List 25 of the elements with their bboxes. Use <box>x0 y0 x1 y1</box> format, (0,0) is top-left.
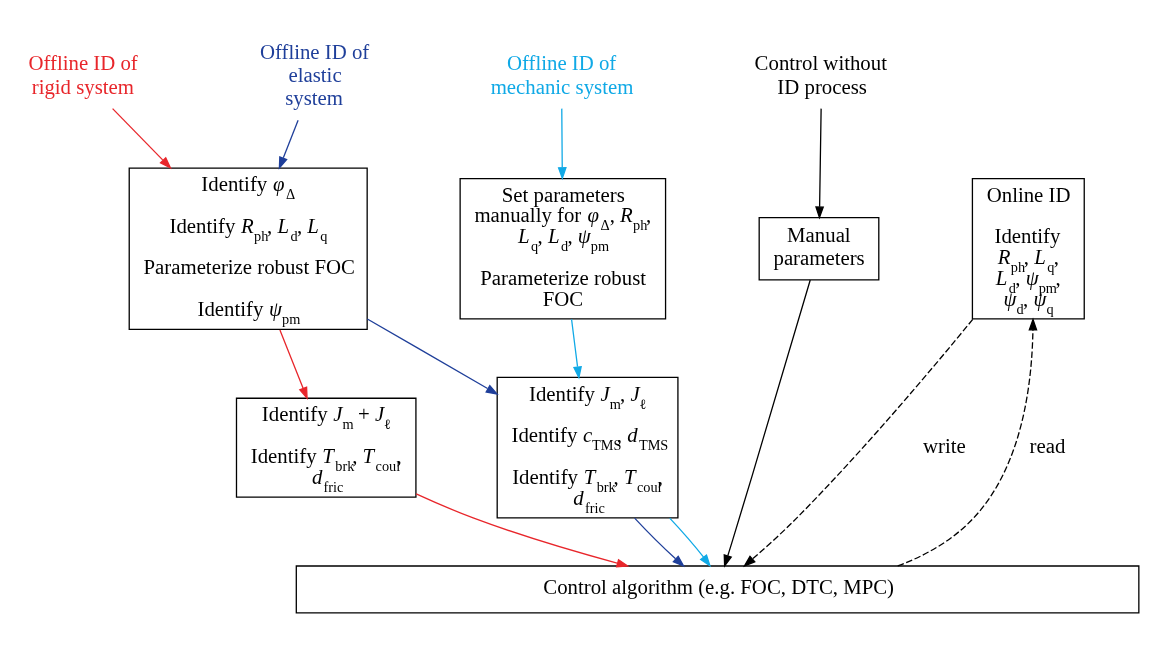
node-text: Control without ID process <box>754 51 887 98</box>
arrow <box>723 279 811 568</box>
node-text: Offline ID of mechanic system <box>490 51 634 98</box>
arrow <box>279 329 308 400</box>
arrow <box>897 317 1038 567</box>
node-box: Manual parameters <box>758 216 880 281</box>
arrow <box>111 107 172 170</box>
edge-label: read <box>1029 433 1066 457</box>
node-box: Identify J$_{m}$ + J$_{ℓ}$ Identify T$_{brk}$, T$_{coul}$, d$_{fric}$ <box>235 397 417 498</box>
arrow <box>278 119 299 170</box>
arrow <box>742 318 974 568</box>
arrow <box>634 517 686 568</box>
node-text: Offline ID of elastic system <box>259 39 370 110</box>
arrow <box>570 318 582 380</box>
node-text: Offline ID of rigid system <box>28 51 138 98</box>
edge-label: write <box>923 433 966 457</box>
arrow <box>557 107 567 181</box>
arrow <box>669 517 712 568</box>
node-box: Control algorithm (e.g. FOC, DTC, MPC) <box>295 565 1140 614</box>
node-box: Online ID Identify R$_{ph}$, L$_{q}$, L$_{d}$, ψ$_{pm}$, ψ$_{d}$, ψ$_{q}$ <box>971 177 1085 320</box>
arrow <box>366 318 499 395</box>
node-box: Identify φ$_{Δ}$ Identify R$_{ph}$, L$_{d}$, L$_{q}$ Parameterize robust FOC Identify ψ$_{pm}$ <box>128 167 368 330</box>
node-box: Set parameters manually for φ$_{Δ}$, R$_{ph}$, L$_{q}$, L$_{d}$, ψ$_{pm}$ Parameterize robust FOC <box>459 177 667 320</box>
arrow <box>815 107 825 220</box>
arrow <box>415 493 630 568</box>
